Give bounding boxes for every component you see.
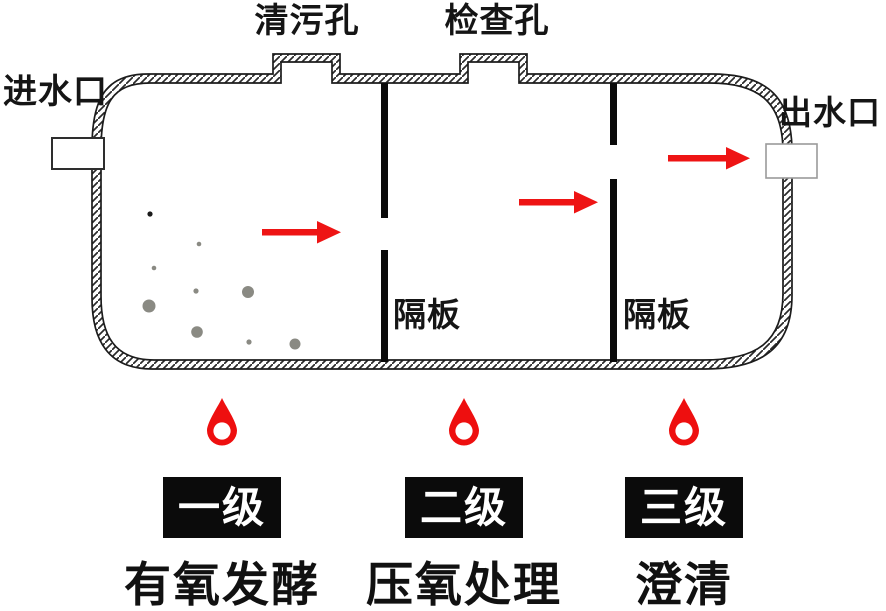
- process-label: 有氧发酵: [124, 558, 320, 611]
- particle: [246, 339, 252, 345]
- inspection-hole-label: 检查孔: [444, 1, 550, 41]
- baffle-2-lower: [610, 179, 617, 362]
- process-label: 压氧处理: [366, 558, 562, 611]
- baffle-1-upper: [381, 83, 388, 218]
- stage-column-1: 一级 有氧发酵: [124, 397, 320, 611]
- right-arrow-icon: [519, 191, 598, 214]
- stage-column-2: 二级 压氧处理: [366, 397, 562, 611]
- inlet-pipe: [51, 137, 105, 170]
- baffle-1-lower: [381, 250, 388, 362]
- droplet-icon: [449, 398, 479, 446]
- stage-badge: 二级: [404, 477, 523, 538]
- particle: [196, 241, 202, 247]
- stage-badge: 一级: [162, 477, 281, 538]
- outlet-pipe: [765, 143, 818, 179]
- baffle-2-label: 隔板: [623, 295, 691, 334]
- inlet-label: 进水口: [3, 72, 108, 112]
- particle: [289, 338, 301, 350]
- baffle-2-upper: [610, 83, 617, 145]
- particle: [151, 265, 157, 271]
- stage-badge: 三级: [624, 477, 744, 538]
- particle: [147, 211, 153, 217]
- droplet-icon: [668, 398, 699, 446]
- outlet-label: 出水口: [779, 93, 881, 132]
- sludge-particles: [142, 211, 301, 350]
- cleanout-hole-label: 清污孔: [254, 1, 360, 41]
- right-arrow-icon: [668, 147, 750, 170]
- stage-column-3: 三级 澄清: [624, 397, 744, 611]
- particle: [193, 288, 199, 294]
- particle: [242, 286, 254, 298]
- baffle-1-label: 隔板: [393, 295, 461, 334]
- right-arrow-icon: [262, 221, 341, 244]
- particle: [191, 326, 203, 338]
- droplet-icon: [207, 398, 237, 446]
- process-label: 澄清: [634, 558, 733, 611]
- particle: [142, 299, 156, 313]
